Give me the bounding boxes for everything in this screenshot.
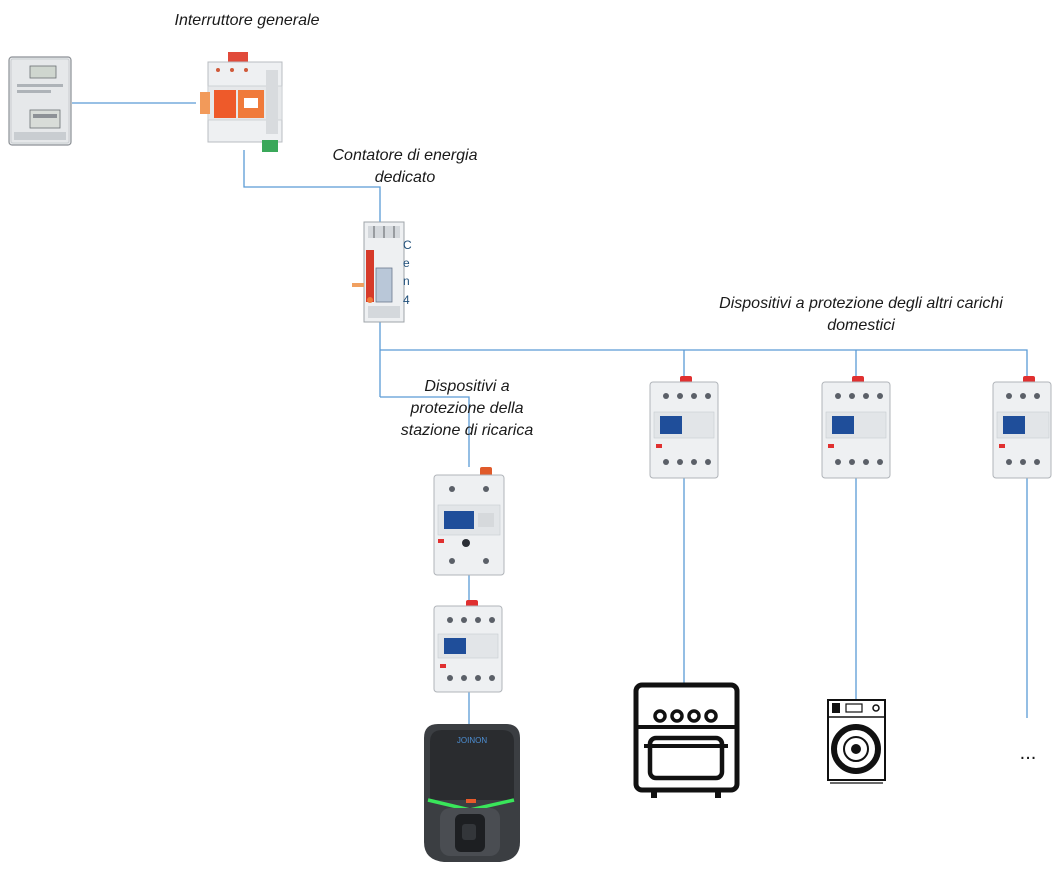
washing-machine-icon xyxy=(827,699,886,784)
wire-switch-to-energy-meter xyxy=(243,150,381,222)
cut-off-char: e xyxy=(403,256,410,270)
charging-protection-label-line3: stazione di ricarica xyxy=(400,422,534,439)
charging-protection-label: Dispositivi a protezione della stazione … xyxy=(372,376,562,442)
wires xyxy=(72,102,1028,724)
main-switch-label: Interruttore generale xyxy=(174,12,320,29)
cut-off-char: 4 xyxy=(403,293,410,307)
cut-off-char: C xyxy=(403,238,412,252)
wire-to-charging-protection xyxy=(380,396,470,467)
circuit-breaker-icon xyxy=(821,376,891,479)
cut-off-char: n xyxy=(403,274,410,288)
energy-meter-label: Contatore di energia dedicato xyxy=(310,145,500,189)
utility-meter-icon xyxy=(8,56,72,146)
other-loads-label-line2: domestici xyxy=(827,317,895,334)
circuit-breaker-icon xyxy=(649,376,719,479)
ev-wallbox-icon xyxy=(424,724,520,862)
wire-other-loads-bus xyxy=(380,349,1028,376)
residual-current-device-icon xyxy=(433,467,505,576)
other-loads-label: Dispositivi a protezione degli altri car… xyxy=(676,293,1046,337)
oven-icon xyxy=(633,682,740,798)
energy-meter-label-line2: dedicato xyxy=(374,169,436,186)
main-switch-icon xyxy=(200,52,283,152)
circuit-breaker-icon xyxy=(433,600,503,693)
din-energy-meter-icon xyxy=(352,221,405,323)
charger-brand-text: JOINON xyxy=(457,736,487,745)
charging-protection-label-line2: protezione della xyxy=(410,400,524,417)
other-loads-label-line1: Dispositivi a protezione degli altri car… xyxy=(719,295,1003,312)
charging-protection-label-line1: Dispositivi a xyxy=(424,378,510,395)
ellipsis-label: ... xyxy=(1019,742,1037,764)
cut-off-caption: C e n 4 xyxy=(403,238,412,307)
energy-meter-label-line1: Contatore di energia xyxy=(332,147,478,164)
circuit-breaker-icon xyxy=(992,376,1052,479)
